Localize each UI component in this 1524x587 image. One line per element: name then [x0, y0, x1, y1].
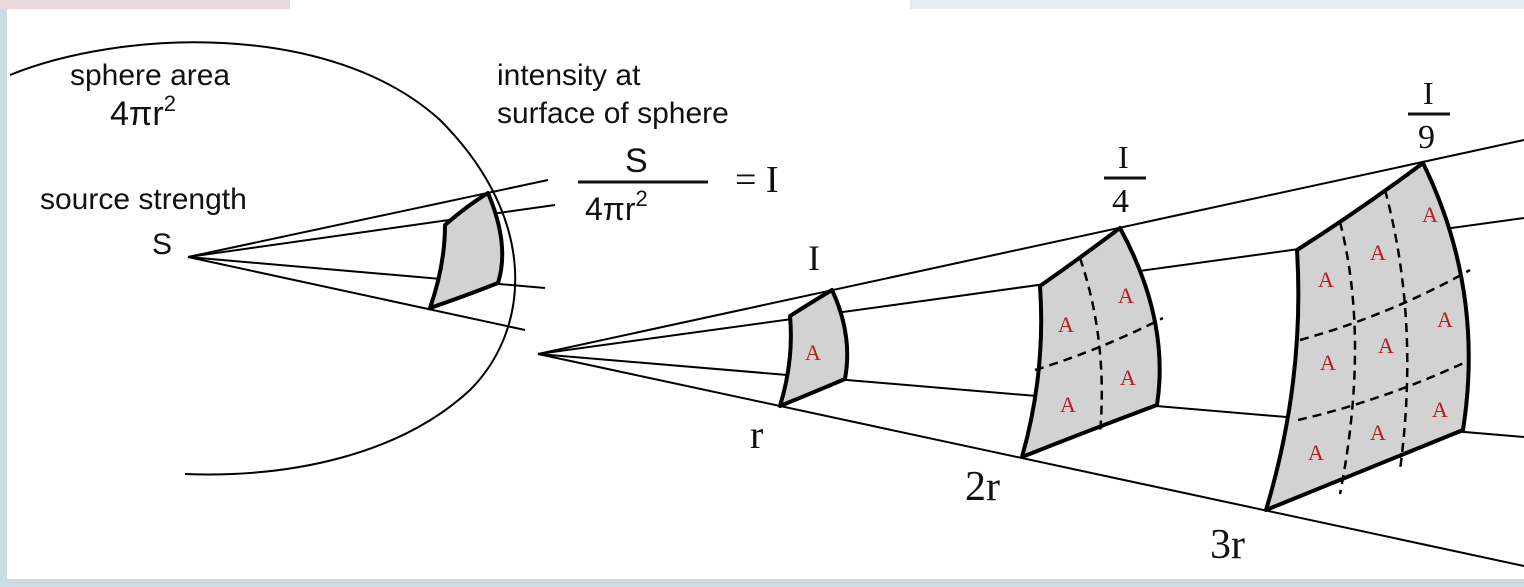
area-label: A: [1370, 420, 1386, 445]
intensity-2r-numerator: I: [1118, 139, 1129, 175]
intensity-at-label: intensity at: [497, 59, 641, 92]
intensity-3r-numerator: I: [1423, 75, 1434, 111]
intensity-3r-denominator: 9: [1418, 119, 1435, 156]
sphere-outline: [9, 41, 517, 476]
diagram-panel: [7, 9, 1524, 579]
distance-3r-label: 3r: [1210, 522, 1245, 568]
sphere-area-label: sphere area: [70, 59, 230, 92]
sphere-surface-patch: [428, 191, 505, 310]
area-label: A: [1370, 240, 1386, 265]
area-label: A: [1320, 350, 1336, 375]
patch-2r: [1020, 226, 1164, 459]
intensity-at-r: I: [808, 238, 820, 278]
area-label: A: [1422, 202, 1438, 227]
area-label: A: [805, 340, 821, 365]
intensity-2r-denominator: 4: [1112, 183, 1129, 220]
surface-of-sphere-label: surface of sphere: [497, 97, 729, 130]
area-label: A: [1318, 267, 1334, 292]
area-label: A: [1308, 440, 1324, 465]
area-unit-labels: A A A A A A A A A A A A A A: [805, 202, 1453, 465]
area-label: A: [1118, 283, 1134, 308]
fraction-denominator: 4πr2: [585, 186, 648, 227]
source-strength-label: source strength: [40, 183, 247, 216]
fraction-numerator: S: [625, 142, 648, 180]
sphere-area-formula: 4πr2: [110, 91, 176, 133]
area-label: A: [1120, 365, 1136, 390]
distance-2r-label: 2r: [965, 464, 1000, 510]
top-strip-middle: [290, 0, 910, 9]
area-label: A: [1060, 392, 1076, 417]
area-label: A: [1378, 333, 1394, 358]
patch-r: [778, 288, 850, 408]
patch-3r: [1264, 161, 1471, 512]
distance-r-label: r: [750, 412, 763, 457]
area-label: A: [1437, 307, 1453, 332]
top-strip-right: [910, 0, 1524, 9]
top-strip-left: [0, 0, 290, 9]
source-symbol: S: [152, 228, 172, 261]
area-label: A: [1432, 397, 1448, 422]
area-label: A: [1058, 312, 1074, 337]
equals-intensity: = I: [735, 159, 779, 201]
